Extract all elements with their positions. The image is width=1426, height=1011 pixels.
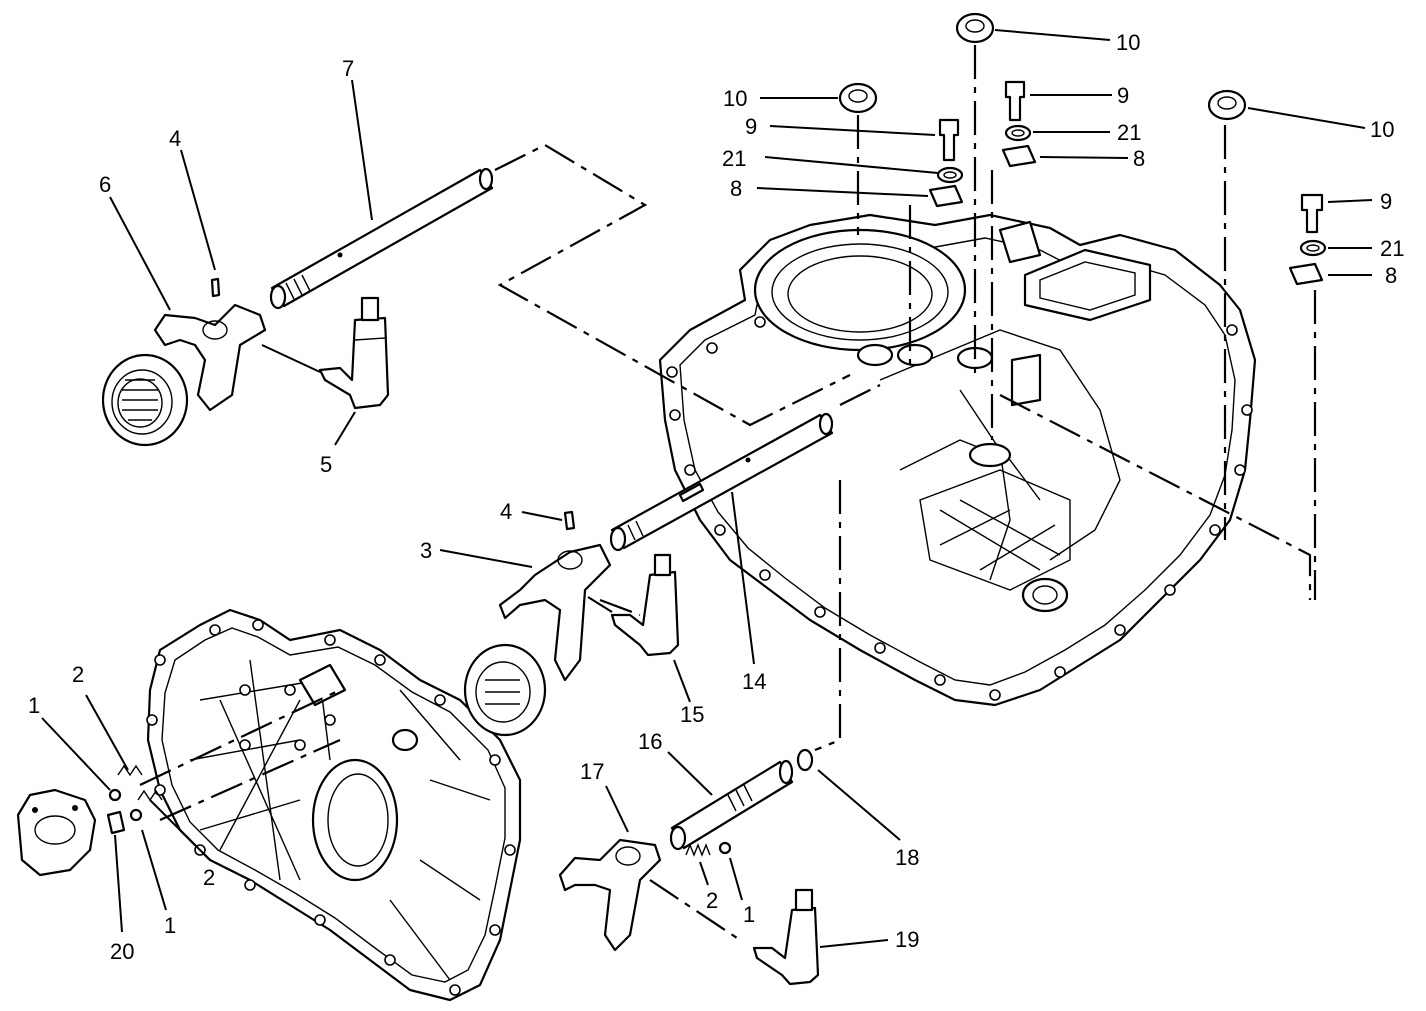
callout-17: 17 [580, 759, 604, 784]
callout-2-c: 2 [706, 888, 718, 913]
callout-8-c: 8 [1385, 263, 1397, 288]
callout-10-c: 10 [1370, 117, 1394, 142]
callout-2-b: 2 [203, 865, 215, 890]
callout-10-b: 10 [1116, 30, 1140, 55]
callout-9-b: 9 [1117, 83, 1129, 108]
callout-9-a: 9 [745, 114, 757, 139]
callout-5: 5 [320, 452, 332, 477]
callout-21-b: 21 [1117, 120, 1141, 145]
callout-labels: 10 10 10 9 9 9 21 21 21 8 8 8 7 4 6 5 4 … [28, 30, 1404, 964]
callout-21-c: 21 [1380, 236, 1404, 261]
leader-lines [41, 29, 1373, 948]
callout-6: 6 [99, 172, 111, 197]
hardware-group [838, 12, 1327, 286]
callout-10-a: 10 [723, 86, 747, 111]
shift-rail-16-assembly [558, 748, 820, 986]
front-cover-housing [146, 608, 522, 1002]
callout-15: 15 [680, 702, 704, 727]
shift-rail-14-assembly [463, 412, 834, 737]
callout-16: 16 [638, 729, 662, 754]
callout-1-c: 1 [743, 902, 755, 927]
callout-14: 14 [742, 669, 766, 694]
callout-20: 20 [110, 939, 134, 964]
callout-8-a: 8 [730, 176, 742, 201]
callout-18: 18 [895, 845, 919, 870]
callout-1-b: 1 [164, 913, 176, 938]
callout-3: 3 [420, 538, 432, 563]
callout-19: 19 [895, 927, 919, 952]
shift-rail-7-assembly [101, 167, 494, 447]
main-housing [658, 213, 1257, 707]
callout-4-a: 4 [169, 126, 181, 151]
callout-2-a: 2 [72, 662, 84, 687]
detent-cap [16, 788, 126, 877]
assembly-centerlines [139, 45, 1317, 941]
callout-8-b: 8 [1133, 146, 1145, 171]
callout-1-a: 1 [28, 693, 40, 718]
callout-9-c: 9 [1380, 189, 1392, 214]
callout-4-b: 4 [500, 499, 512, 524]
callout-21-a: 21 [722, 146, 746, 171]
callout-7: 7 [342, 56, 354, 81]
